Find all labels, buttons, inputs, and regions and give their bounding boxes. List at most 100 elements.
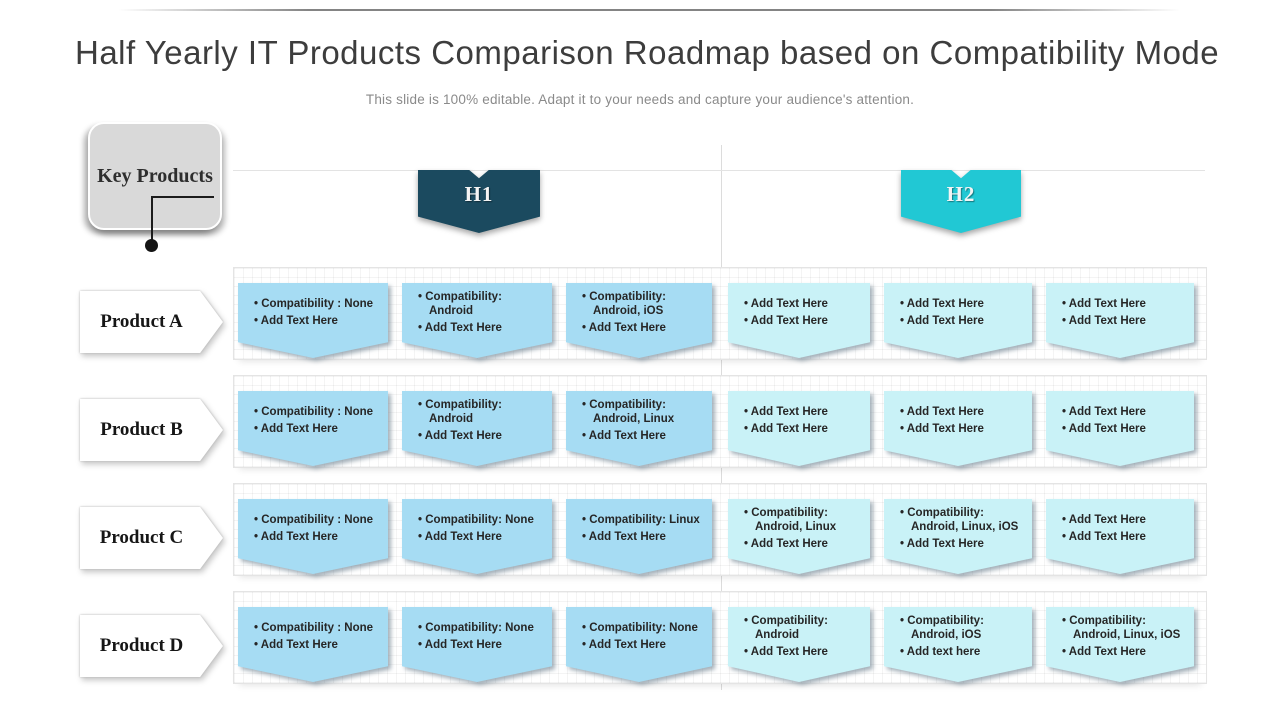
compat-card: Compatibility: Android, Linux, iOSAdd Te… bbox=[884, 499, 1032, 574]
card-bullet-line: Compatibility: Android, Linux bbox=[744, 506, 862, 534]
compat-card: Compatibility: AndroidAdd Text Here bbox=[728, 607, 870, 682]
product-label-shape: Product D bbox=[80, 615, 223, 677]
card-bullet-line: Add Text Here bbox=[900, 422, 1024, 436]
compat-card-body: Compatibility : NoneAdd Text Here bbox=[254, 283, 380, 342]
compat-card-body: Compatibility : NoneAdd Text Here bbox=[254, 607, 380, 666]
compat-card-shape: Add Text HereAdd Text Here bbox=[884, 391, 1032, 466]
compat-card: Compatibility: AndroidAdd Text Here bbox=[402, 391, 552, 466]
compat-card-shape: Compatibility: AndroidAdd Text Here bbox=[728, 607, 870, 682]
compat-card-body: Add Text HereAdd Text Here bbox=[1062, 499, 1186, 558]
card-bullet-line: Compatibility: None bbox=[582, 621, 704, 635]
card-bullet-line: Compatibility: Android, iOS bbox=[900, 614, 1024, 642]
product-label-arrow: Product B bbox=[80, 399, 223, 461]
compat-card-body: Compatibility: Android, LinuxAdd Text He… bbox=[582, 391, 704, 450]
h1-banner-ribbon: H1 bbox=[418, 170, 540, 233]
row-band bbox=[233, 483, 1207, 576]
compat-card: Add Text HereAdd Text Here bbox=[884, 391, 1032, 466]
compat-card-shape: Compatibility: AndroidAdd Text Here bbox=[402, 283, 552, 358]
compat-card: Add Text HereAdd Text Here bbox=[1046, 391, 1194, 466]
compat-card: Compatibility: Android, LinuxAdd Text He… bbox=[728, 499, 870, 574]
card-bullet-line: Add Text Here bbox=[900, 537, 1024, 551]
compat-card-shape: Add Text HereAdd Text Here bbox=[1046, 391, 1194, 466]
key-products-connector-horizontal bbox=[151, 196, 214, 198]
compat-card-body: Compatibility: NoneAdd Text Here bbox=[582, 607, 704, 666]
card-bullet-line: Add text here bbox=[900, 645, 1024, 659]
compat-card: Compatibility: Android, LinuxAdd Text He… bbox=[566, 391, 712, 466]
compat-card-shape: Compatibility: AndroidAdd Text Here bbox=[402, 391, 552, 466]
product-label-arrow: Product D bbox=[80, 615, 223, 677]
compat-card-body: Compatibility: Android, iOS Add text here bbox=[900, 607, 1024, 666]
card-bullet-line: Add Text Here bbox=[582, 321, 704, 335]
product-label-arrow: Product A bbox=[80, 291, 223, 353]
card-bullet-line: Compatibility: Linux bbox=[582, 513, 704, 527]
row-band bbox=[233, 267, 1207, 360]
compat-card: Add Text HereAdd Text Here bbox=[1046, 499, 1194, 574]
compat-card: Compatibility: Android, Linux, iOS Add Te… bbox=[1046, 607, 1194, 682]
top-divider-line bbox=[118, 9, 1180, 11]
compat-card-body: Compatibility: Android, LinuxAdd Text He… bbox=[744, 499, 862, 558]
compat-card-shape: Compatibility : NoneAdd Text Here bbox=[238, 607, 388, 682]
compat-card: Compatibility: AndroidAdd Text Here bbox=[402, 283, 552, 358]
compat-card-shape: Compatibility: Android, iOS Add text here bbox=[884, 607, 1032, 682]
card-bullet-line: Add Text Here bbox=[418, 321, 544, 335]
compat-card-shape: Compatibility : NoneAdd Text Here bbox=[238, 391, 388, 466]
compat-card: Compatibility: Android, iOS Add Text Here bbox=[566, 283, 712, 358]
compat-card: Compatibility: Android, iOS Add text here bbox=[884, 607, 1032, 682]
compat-card-shape: Add Text HereAdd Text Here bbox=[728, 391, 870, 466]
row-band bbox=[233, 591, 1207, 684]
card-bullet-line: Add Text Here bbox=[1062, 314, 1186, 328]
card-bullet-line: Compatibility: Android, Linux, iOS bbox=[1062, 614, 1186, 642]
card-bullet-line: Compatibility: Android bbox=[418, 398, 544, 426]
compat-card: Compatibility: NoneAdd Text Here bbox=[402, 499, 552, 574]
card-bullet-line: Compatibility: Android, iOS bbox=[582, 290, 704, 318]
compat-card: Add Text HereAdd Text Here bbox=[884, 283, 1032, 358]
compat-card: Compatibility: NoneAdd Text Here bbox=[566, 607, 712, 682]
card-bullet-line: Add Text Here bbox=[418, 638, 544, 652]
compat-card-body: Add Text HereAdd Text Here bbox=[900, 391, 1024, 450]
compat-card-shape: Compatibility: Android, LinuxAdd Text He… bbox=[728, 499, 870, 574]
banner-baseline bbox=[233, 170, 1205, 171]
compat-card-body: Add Text HereAdd Text Here bbox=[1062, 391, 1186, 450]
compat-card-body: Compatibility: NoneAdd Text Here bbox=[418, 499, 544, 558]
card-bullet-line: Compatibility : None bbox=[254, 297, 380, 311]
card-bullet-line: Compatibility : None bbox=[254, 513, 380, 527]
period-banner-h2: H2 bbox=[901, 170, 1021, 233]
key-products-box: Key Products bbox=[88, 122, 222, 230]
compat-card-shape: Compatibility: Android, iOS Add Text Here bbox=[566, 283, 712, 358]
key-products-label: Key Products bbox=[97, 165, 213, 187]
compat-card-body: Add Text HereAdd Text Here bbox=[900, 283, 1024, 342]
card-bullet-line: Add Text Here bbox=[582, 638, 704, 652]
product-label: Product C bbox=[99, 527, 184, 548]
h1-banner-label: H1 bbox=[464, 182, 494, 206]
card-bullet-line: Add Text Here bbox=[900, 405, 1024, 419]
card-bullet-line: Add Text Here bbox=[1062, 297, 1186, 311]
compat-card-body: Compatibility : NoneAdd Text Here bbox=[254, 391, 380, 450]
card-bullet-line: Compatibility: Android, Linux bbox=[582, 398, 704, 426]
compat-card-shape: Add Text HereAdd Text Here bbox=[884, 283, 1032, 358]
card-bullet-line: Add Text Here bbox=[1062, 645, 1186, 659]
compat-card-shape: Compatibility: NoneAdd Text Here bbox=[402, 499, 552, 574]
compat-card-body: Add Text HereAdd Text Here bbox=[744, 391, 862, 450]
compat-card-body: Add Text HereAdd Text Here bbox=[744, 283, 862, 342]
key-products-connector-vertical bbox=[151, 196, 153, 241]
card-bullet-line: Add Text Here bbox=[900, 297, 1024, 311]
compat-card: Compatibility : NoneAdd Text Here bbox=[238, 283, 388, 358]
compat-card: Compatibility : NoneAdd Text Here bbox=[238, 607, 388, 682]
card-bullet-line: Add Text Here bbox=[582, 530, 704, 544]
compat-card-body: Compatibility: AndroidAdd Text Here bbox=[744, 607, 862, 666]
compat-card: Compatibility : NoneAdd Text Here bbox=[238, 499, 388, 574]
product-label-shape: Product C bbox=[80, 507, 223, 569]
compat-card: Add Text HereAdd Text Here bbox=[728, 391, 870, 466]
compat-card-shape: Add Text HereAdd Text Here bbox=[1046, 499, 1194, 574]
card-bullet-line: Add Text Here bbox=[900, 314, 1024, 328]
card-bullet-line: Add Text Here bbox=[1062, 405, 1186, 419]
card-bullet-line: Add Text Here bbox=[744, 297, 862, 311]
h2-banner-ribbon: H2 bbox=[901, 170, 1021, 233]
compat-card-shape: Compatibility: LinuxAdd Text Here bbox=[566, 499, 712, 574]
compat-card-body: Add Text HereAdd Text Here bbox=[1062, 283, 1186, 342]
product-label: Product A bbox=[100, 311, 183, 332]
compat-card-shape: Add Text HereAdd Text Here bbox=[728, 283, 870, 358]
compat-card-shape: Add Text HereAdd Text Here bbox=[1046, 283, 1194, 358]
compat-card-shape: Compatibility : NoneAdd Text Here bbox=[238, 283, 388, 358]
card-bullet-line: Add Text Here bbox=[1062, 513, 1186, 527]
